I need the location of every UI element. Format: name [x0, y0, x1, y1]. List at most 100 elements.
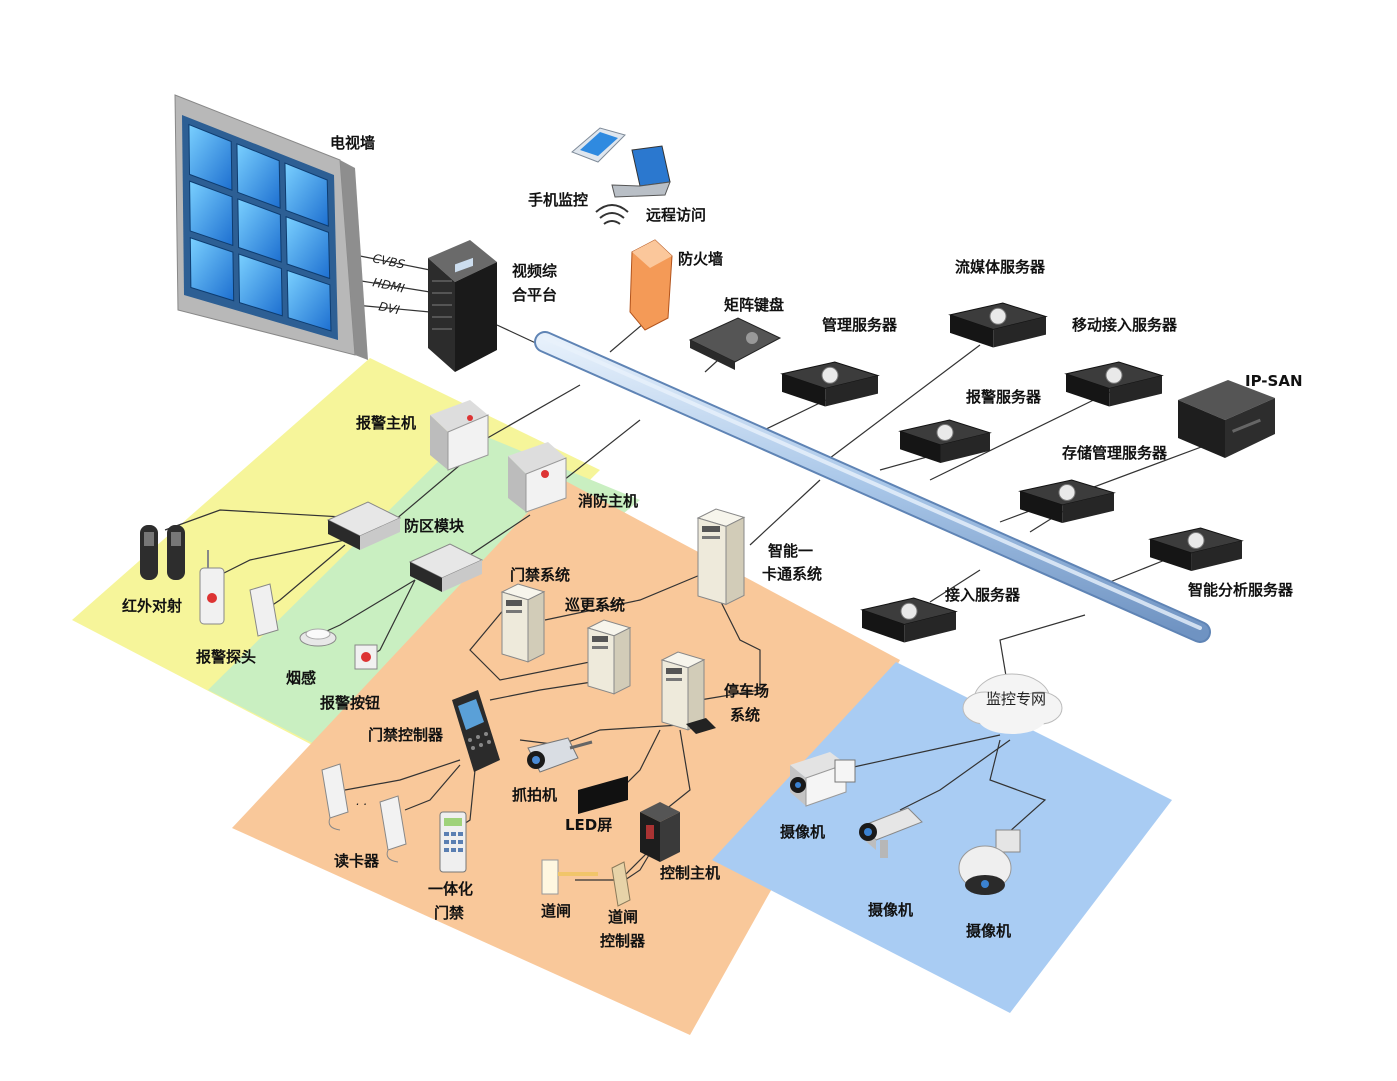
label-camera-2: 摄像机: [868, 901, 913, 919]
dome-camera-icon: [958, 829, 1021, 895]
label-parking-2: 系统: [730, 706, 760, 724]
zone-video-surveillance: [712, 662, 1172, 1013]
label-smart-card-1: 智能一: [768, 542, 813, 560]
patrol-system-tower-icon: [586, 619, 632, 695]
video-wall-tile: [284, 162, 329, 227]
ir-beam-detector-icon: [140, 525, 185, 580]
video-wall-tile: [189, 237, 235, 302]
laptop-icon: [611, 145, 671, 198]
smart-card-tower-icon: [696, 508, 746, 606]
card-reader-ellipsis: . .: [356, 794, 367, 808]
label-ir-beam: 红外对射: [122, 597, 182, 615]
motion-sensor-icon: [249, 583, 279, 637]
label-camera-1: 摄像机: [780, 823, 825, 841]
label-video-platform-2: 合平台: [511, 286, 557, 304]
alarm-probe-icon: [199, 550, 225, 625]
label-access-system: 门禁系统: [510, 566, 570, 584]
label-storage-mgmt-server: 存储管理服务器: [1062, 444, 1168, 462]
matrix-keyboard-icon: [688, 317, 782, 370]
firewall-icon: [629, 239, 673, 331]
smoke-detector-icon: [299, 628, 337, 647]
label-patrol-system: 巡更系统: [565, 596, 625, 614]
access-system-tower-icon: [500, 583, 546, 663]
video-wall-tile: [286, 269, 332, 332]
label-led: LED屏: [565, 816, 612, 834]
access-server-icon: [860, 597, 958, 643]
label-barrier: 道闸: [541, 902, 571, 920]
parking-keyboard-icon: [686, 718, 716, 734]
alarm-host-icon: [430, 257, 489, 471]
video-wall-tile: [189, 180, 234, 247]
mgmt-server-icon: [780, 361, 880, 407]
network-backbone: [534, 331, 1211, 643]
barrier-controller-icon: [611, 861, 631, 907]
wifi-icon: [595, 204, 629, 225]
label-remote-access: 远程访问: [646, 206, 706, 224]
mobile-device-icon: [571, 127, 626, 163]
all-in-one-access-icon: [439, 811, 467, 873]
alarm-button-icon: [354, 644, 378, 670]
monitoring-network-cloud: [962, 673, 1063, 734]
video-wall-tile: [236, 143, 281, 209]
label-zone-module: 防区模块: [404, 517, 465, 535]
label-control-host: 控制主机: [660, 864, 720, 882]
parking-system-tower-icon: [660, 651, 706, 731]
label-snapshot: 抓拍机: [512, 786, 557, 804]
snapshot-camera-icon: [527, 737, 593, 773]
barrier-gate-icon: [541, 859, 598, 895]
label-smoke: 烟感: [286, 669, 316, 687]
card-reader-1: [321, 763, 349, 831]
label-hdmi: HDMI: [371, 275, 406, 295]
smart-analysis-server-icon: [1148, 527, 1244, 571]
led-screen-icon: [578, 776, 628, 814]
labels: 电视墙 手机监控 远程访问 防火墙 视频综 合平台 CVBS HDMI DVI …: [122, 134, 1303, 950]
bullet-camera-icon: [859, 807, 923, 858]
label-all-in-one-2: 门禁: [434, 904, 464, 922]
label-mobile-monitor: 手机监控: [528, 191, 588, 209]
label-dvi: DVI: [377, 299, 401, 317]
label-matrix-keyboard: 矩阵键盘: [724, 296, 784, 314]
label-parking-1: 停车场: [724, 682, 769, 700]
label-camera-3: 摄像机: [966, 922, 1011, 940]
label-firewall: 防火墙: [678, 250, 723, 268]
video-wall-tile: [238, 253, 283, 317]
label-fire-host: 消防主机: [578, 492, 638, 510]
label-alarm-probe: 报警探头: [196, 648, 256, 666]
label-access-server: 接入服务器: [945, 586, 1021, 604]
box-camera-icon: [790, 752, 856, 807]
label-all-in-one-1: 一体化: [428, 880, 473, 898]
video-wall: [174, 94, 368, 360]
mobile-access-server-icon: [1064, 361, 1164, 407]
video-wall-tile: [285, 216, 331, 280]
fire-host-icon: [508, 442, 567, 513]
label-barrier-ctrl-2: 控制器: [600, 932, 646, 950]
label-monitor-net: 监控专网: [986, 690, 1046, 708]
zone-module-1: [326, 501, 402, 550]
alarm-server-icon: [898, 419, 992, 463]
access-controller-icon: [452, 690, 500, 772]
label-card-reader: 读卡器: [334, 852, 380, 870]
label-alarm-host: 报警主机: [356, 414, 416, 432]
card-reader-2: [379, 795, 407, 863]
label-video-platform-1: 视频综: [512, 262, 557, 280]
label-barrier-ctrl-1: 道闸: [608, 908, 638, 926]
label-stream-server: 流媒体服务器: [955, 258, 1046, 276]
label-smart-card-2: 卡通系统: [762, 565, 822, 583]
label-alarm-server: 报警服务器: [966, 388, 1042, 406]
label-cvbs: CVBS: [371, 251, 406, 272]
video-platform-rack: [428, 240, 497, 372]
label-smart-analysis-server: 智能分析服务器: [1188, 581, 1294, 599]
label-mobile-access-server: 移动接入服务器: [1072, 316, 1178, 334]
zone-module-2: [408, 543, 484, 592]
label-access-controller: 门禁控制器: [368, 726, 444, 744]
storage-mgmt-server-icon: [1018, 479, 1116, 523]
video-wall-tile: [188, 123, 233, 191]
label-alarm-button: 报警按钮: [320, 694, 380, 712]
label-ipsan: IP-SAN: [1245, 372, 1303, 390]
label-video-wall: 电视墙: [330, 134, 375, 152]
video-wall-tile: [237, 198, 282, 263]
ip-san-icon: [1178, 380, 1275, 458]
control-host-icon: [640, 802, 680, 862]
label-mgmt-server: 管理服务器: [822, 316, 898, 334]
